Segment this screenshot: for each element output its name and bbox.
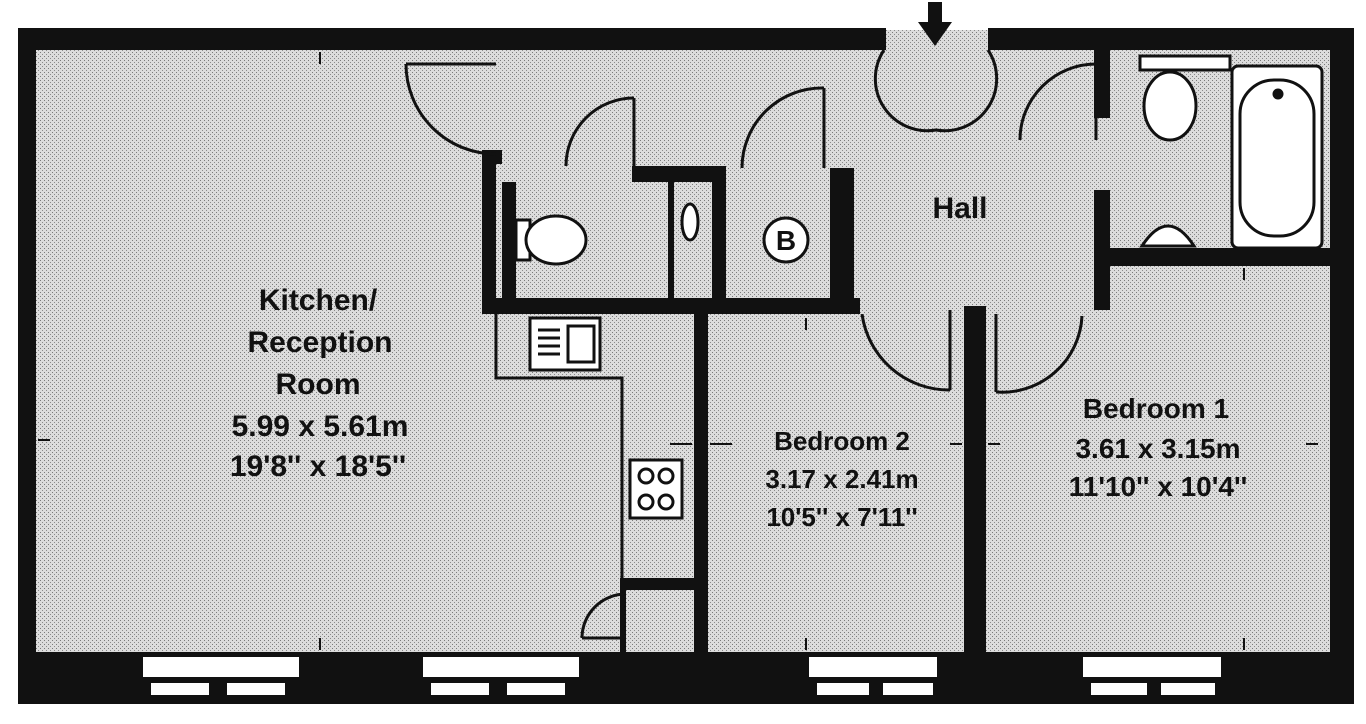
bathroom-toilet-icon (1138, 54, 1232, 142)
bathroom-basin-icon (1139, 224, 1197, 248)
room-bedroom-1: Bedroom 1 3.61 x 3.15m 11'10'' x 10'4'' (1069, 393, 1248, 502)
room-name-line: Reception (247, 326, 392, 359)
door-opening (860, 296, 940, 314)
room-name: Hall (932, 192, 987, 225)
interior-walls (482, 50, 1334, 670)
window (421, 655, 581, 697)
toilet-icon (514, 214, 588, 266)
room-name: Bedroom 1 (1083, 393, 1229, 424)
boiler-label: B (776, 225, 796, 256)
hob-icon (628, 458, 684, 520)
window (1081, 655, 1223, 697)
room-metric: 3.17 x 2.41m (765, 464, 918, 494)
room-metric: 3.61 x 3.15m (1075, 433, 1240, 464)
basin-icon (680, 202, 700, 242)
window (141, 655, 301, 697)
dimension-ticks (38, 52, 1318, 650)
room-name-line: Room (276, 368, 361, 401)
boiler-marker: B (762, 216, 810, 264)
kitchen-counter (494, 314, 624, 580)
door-swings (404, 49, 1098, 640)
room-kitchen: Kitchen/ Reception Room 5.99 x 5.61m 19'… (230, 284, 409, 483)
room-name-line: Kitchen/ (259, 284, 378, 317)
room-bedroom-2: Bedroom 2 3.17 x 2.41m 10'5'' x 7'11'' (765, 426, 918, 532)
room-hall: Hall (932, 192, 987, 225)
window (807, 655, 939, 697)
room-imperial: 11'10'' x 10'4'' (1069, 471, 1248, 502)
sink-icon (528, 316, 602, 372)
door-opening (988, 296, 1082, 314)
room-name: Bedroom 2 (774, 426, 910, 456)
room-metric: 5.99 x 5.61m (232, 410, 409, 443)
windows (141, 655, 1223, 697)
room-imperial: 10'5'' x 7'11'' (766, 502, 917, 532)
room-imperial: 19'8'' x 18'5'' (230, 450, 406, 483)
bathtub-icon (1230, 64, 1324, 250)
arrow-down-icon (918, 2, 952, 46)
